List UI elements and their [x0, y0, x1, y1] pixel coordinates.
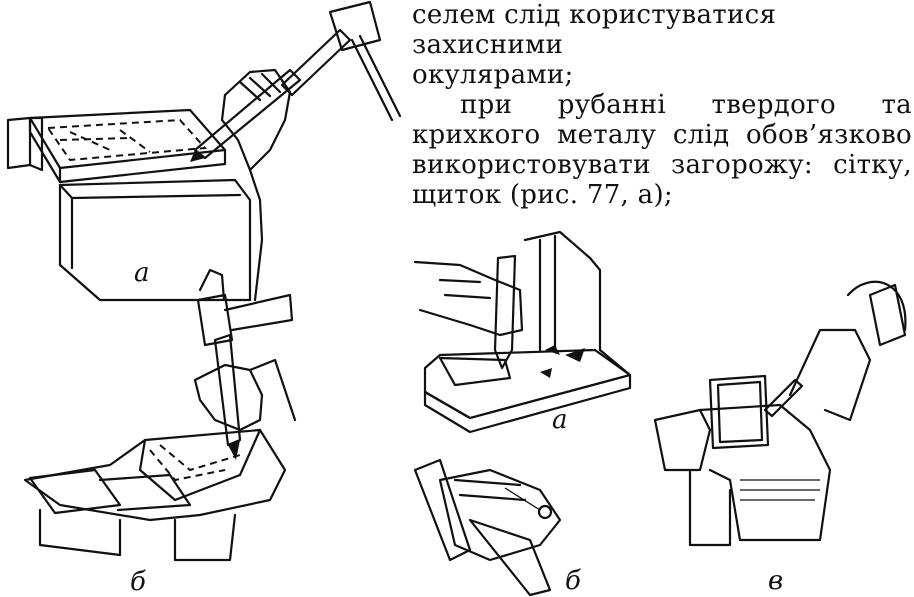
- caption-fig-right-a: а: [552, 405, 568, 435]
- text-line-1: селем слід користуватися захисними: [412, 0, 777, 60]
- figure-right-a: [413, 230, 632, 434]
- figure-left-a: [6, 0, 402, 302]
- figure-right-b: [413, 458, 562, 597]
- figure-left-b: [23, 268, 297, 562]
- caption-fig-right-v: в: [768, 566, 784, 596]
- text-paragraph-2: при рубанні твердого та крихкого металу …: [412, 90, 912, 210]
- body-text: селем слід користуватися захисними окуля…: [412, 0, 912, 210]
- figure-right-v: [653, 280, 907, 547]
- text-line-2: окулярами;: [412, 60, 574, 90]
- caption-fig-left-b: б: [130, 567, 146, 597]
- caption-fig-left-a: а: [134, 258, 150, 288]
- caption-fig-right-b: б: [565, 566, 581, 596]
